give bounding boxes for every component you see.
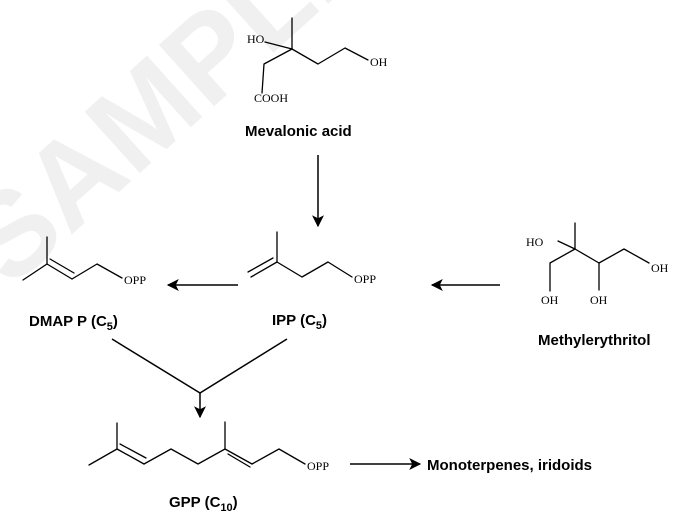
mevalonic-carboxymethyl-bonds [261,48,293,94]
mevalonic-hydroxyethyl-bonds [291,47,369,65]
ipp-label: IPP (C5) [272,312,327,332]
dmapp-double-bond-a [46,263,73,280]
methylerythritol-ho-bond [557,240,576,250]
mevalonic-oh-group: OH [370,55,388,69]
dmapp-double-bond-b [49,258,75,274]
methylerythritol-oh-mid: OH [590,293,608,307]
methylerythritol-structure: HO OH OH OH Methylerythritol [526,222,669,349]
methylerythritol-chain-bonds [574,248,650,264]
ipp-double-bond-a [250,261,278,278]
condensation-converging-lines [111,338,288,394]
dmapp-opp-group: OPP [124,273,146,287]
products-label: Monoterpenes, iridoids [427,457,592,474]
gpp-double-bond-1a [116,448,145,465]
gpp-label: GPP (C10) [169,494,238,514]
dmapp-label: DMAP P (C5) [29,313,118,333]
gpp-chain-bonds-b [251,448,306,465]
dmapp-structure: OPP DMAP P (C5) [22,236,146,333]
watermark: SAMPLE [0,0,399,309]
methylerythritol-oh-left: OH [541,293,559,307]
gpp-double-bond-2b [227,453,251,468]
gpp-opp-group: OPP [307,459,329,473]
gpp-terminal-methyl-left [88,448,118,466]
dmapp-methyl-bond-left [22,263,48,281]
ipp-chain-bonds [276,261,353,278]
methylerythritol-oh-right: OH [651,261,669,275]
dmapp-chain-bonds [71,263,123,280]
ipp-structure: OPP IPP (C5) [247,231,376,332]
mevalonic-acid-structure: HO OH COOH Mevalonic acid [245,17,388,140]
methylerythritol-left-branch [549,248,576,292]
ipp-opp-group: OPP [354,272,376,286]
methylerythritol-ho-group: HO [526,235,544,249]
ipp-double-bond-b [247,257,274,273]
methylerythritol-label: Methylerythritol [538,332,651,349]
gpp-double-bond-1b [119,443,147,459]
mevalonic-acid-label: Mevalonic acid [245,123,352,140]
mevalonic-cooh-group: COOH [254,91,288,105]
gpp-chain-bonds-a [143,448,253,465]
mevalonic-ho-group: HO [247,32,265,46]
gpp-structure: OPP GPP (C10) [88,421,329,514]
